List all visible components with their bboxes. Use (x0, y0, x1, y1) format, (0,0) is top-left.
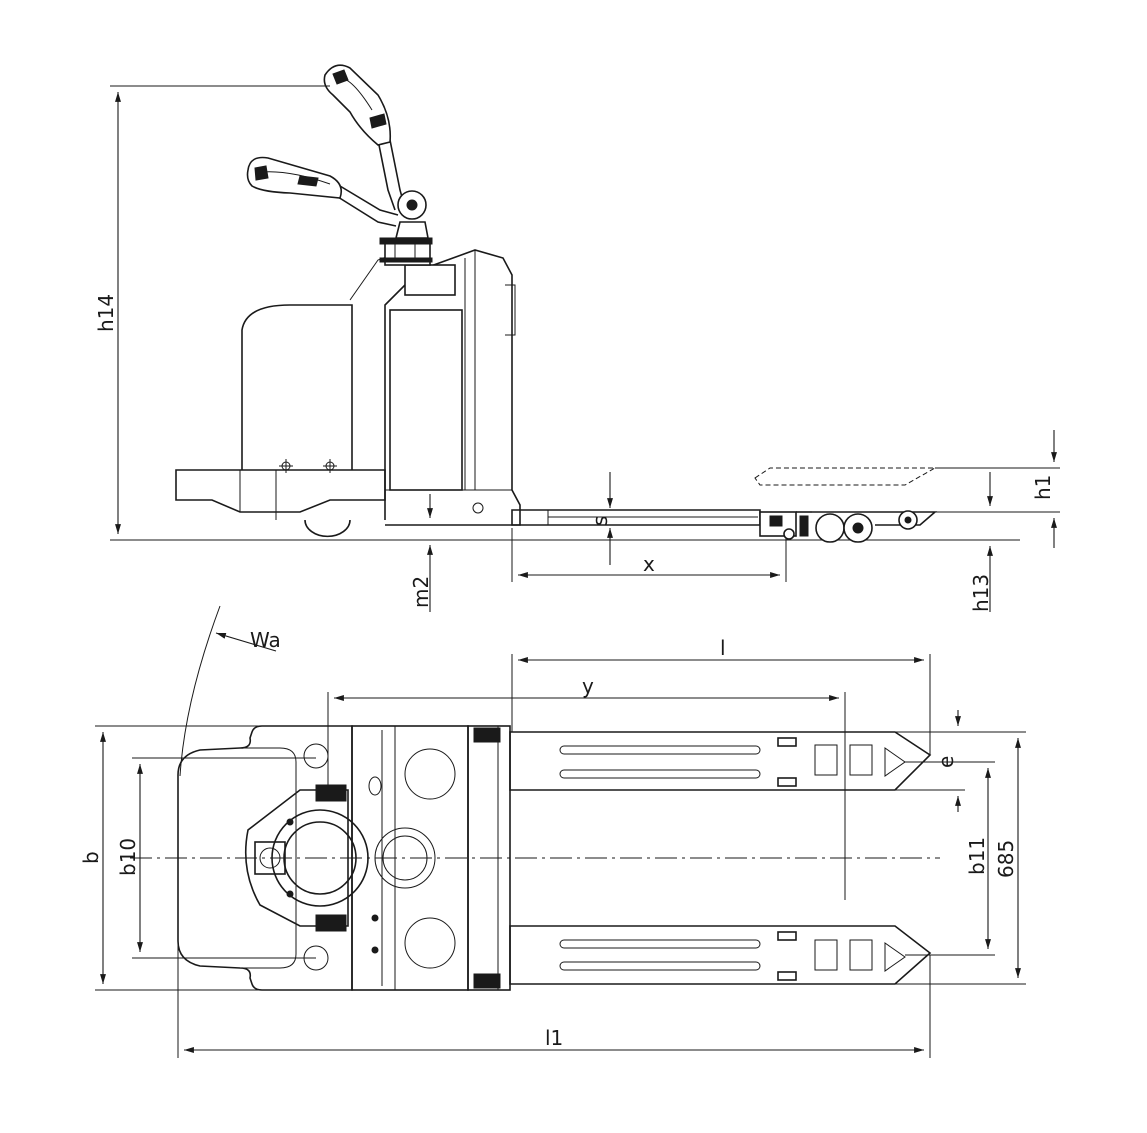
side-view-dimensions: h14 s x m2 h1 h13 (94, 85, 1060, 612)
dim-label-m2: m2 (409, 576, 433, 608)
dim-label-h14: h14 (94, 294, 118, 332)
dim-label-x: x (643, 552, 655, 576)
dim-label-h13: h13 (969, 574, 993, 612)
top-view-dimensions: Wa l y b b10 e b11 6 (79, 605, 1026, 1058)
dim-label-l: l (720, 636, 726, 660)
dim-label-b10: b10 (116, 838, 140, 876)
dim-label-b: b (79, 851, 103, 864)
top-view (130, 725, 940, 991)
dim-label-b11: b11 (965, 837, 989, 875)
dim-label-y: y (582, 674, 594, 698)
dim-label-s: s (588, 516, 612, 526)
side-view (110, 64, 1020, 543)
dim-label-685: 685 (994, 840, 1018, 878)
dim-label-l1: l1 (545, 1026, 563, 1050)
dim-label-wa: Wa (250, 628, 281, 652)
dim-label-h1: h1 (1031, 475, 1055, 500)
